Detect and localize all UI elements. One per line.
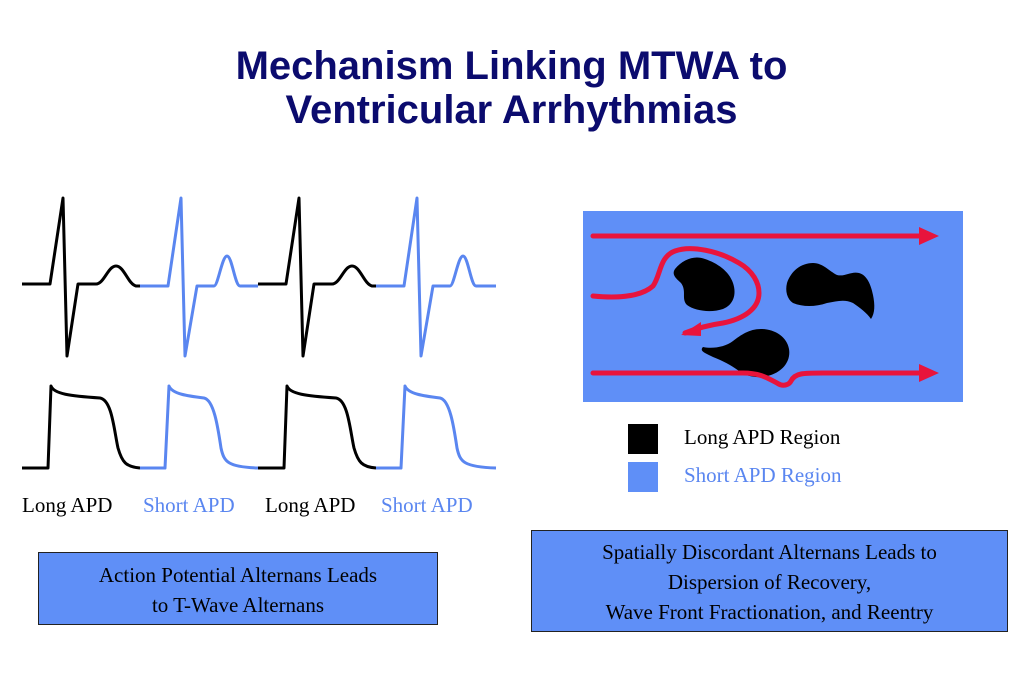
wavefront-paths: [590, 233, 926, 388]
ecg-beat-short-1: [140, 196, 258, 358]
apd-label-long-1: Long APD: [22, 493, 113, 517]
caption-left-line-1: Action Potential Alternans Leads: [98, 563, 378, 587]
title-line-2: Ventricular Arrhythmias: [285, 88, 738, 132]
page-title: Mechanism Linking MTWA to Ventricular Ar…: [0, 44, 1023, 132]
wavefront-reentry: [590, 246, 762, 336]
long-apd-region-1: [673, 257, 735, 312]
caption-right-line-3: Wave Front Fractionation, and Reentry: [605, 600, 934, 624]
action-potential-short-2: [376, 384, 497, 470]
ecg-beat-long-2: [258, 196, 376, 358]
apd-label-short-1: Short APD: [143, 493, 235, 517]
caption-left-line-2: to T-Wave Alternans: [151, 593, 325, 617]
legend-swatch-long-apd: [628, 424, 658, 454]
action-potential-long-1: [22, 384, 141, 470]
ecg-beat-long-1: [22, 196, 140, 358]
title-line-1: Mechanism Linking MTWA to: [235, 44, 788, 88]
tissue-map: [583, 211, 963, 402]
arrowhead-bottom: [919, 364, 939, 382]
caption-box-left: Action Potential Alternans Leads to T-Wa…: [38, 552, 438, 625]
arrowhead-reentry: [681, 322, 701, 336]
waveform-diagram: [22, 196, 497, 470]
action-potential-short-1: [140, 384, 259, 470]
action-potential-long-2: [258, 384, 377, 470]
apd-label-short-2: Short APD: [381, 493, 473, 517]
ecg-beat-short-2: [376, 196, 496, 358]
apd-label-long-2: Long APD: [265, 493, 356, 517]
legend-label-long-apd: Long APD Region: [684, 425, 841, 449]
legend-swatch-short-apd: [628, 462, 658, 492]
long-apd-region-2: [786, 263, 875, 319]
wavefront-bottom: [590, 370, 926, 388]
caption-box-right: Spatially Discordant Alternans Leads to …: [531, 530, 1008, 632]
wavefront-arrowheads: [681, 227, 939, 382]
legend-label-short-apd: Short APD Region: [684, 463, 842, 487]
arrowhead-top: [919, 227, 939, 245]
long-apd-region-3: [701, 329, 790, 378]
caption-right-line-2: Dispersion of Recovery,: [667, 570, 872, 594]
caption-right-line-1: Spatially Discordant Alternans Leads to: [602, 540, 937, 564]
